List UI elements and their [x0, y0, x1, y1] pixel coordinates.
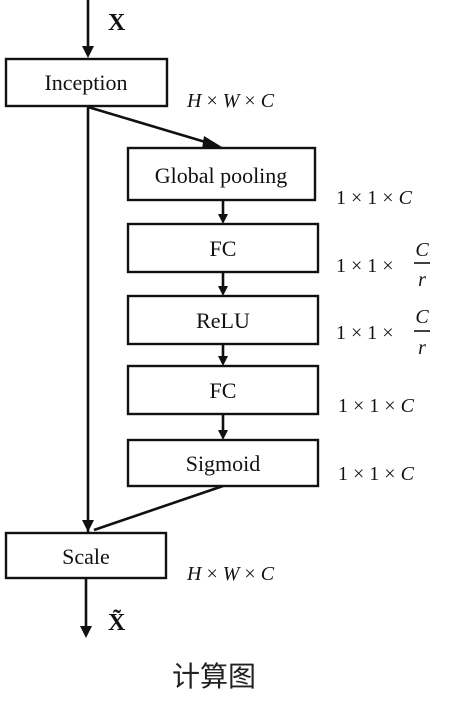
relu-dim-den: r — [418, 337, 426, 359]
scale-block: Scale — [4, 531, 168, 580]
fc1-label: FC — [210, 236, 237, 261]
sigmoid-label: Sigmoid — [186, 451, 261, 476]
global-pooling-dim: 1 × 1 × C — [336, 187, 413, 209]
relu-block: ReLU — [126, 294, 320, 346]
skip-arrow-head — [82, 520, 94, 532]
relu-dim-num: C — [415, 306, 429, 328]
fc2-dim: 1 × 1 × C — [338, 395, 415, 417]
arrow-fc1-relu-head — [218, 286, 228, 296]
input-x-label: X — [108, 10, 126, 36]
fc1-dim-den: r — [418, 269, 426, 291]
fc1-dim: 1 × 1 × C r — [336, 239, 430, 291]
scale-label: Scale — [62, 544, 110, 569]
arrow-gp-fc1-head — [218, 214, 228, 224]
fc1-block: FC — [126, 222, 320, 274]
output-x-tilde-label: X̃ — [108, 610, 126, 636]
global-pooling-block: Global pooling — [126, 146, 317, 202]
inception-label: Inception — [44, 70, 127, 95]
caption: 计算图 — [172, 660, 256, 693]
branch-arrow-head — [202, 136, 222, 149]
fc1-dim-num: C — [415, 239, 429, 261]
inception-dim: H × W × C — [186, 90, 275, 112]
branch-arrow — [87, 105, 213, 146]
relu-dim: 1 × 1 × C r — [336, 306, 430, 359]
relu-label: ReLU — [196, 308, 250, 333]
arrow-fc2-sigmoid-head — [218, 430, 228, 440]
sigmoid-dim: 1 × 1 × C — [338, 463, 415, 485]
inception-block: Inception — [4, 57, 169, 108]
svg-text:1 × 1 ×: 1 × 1 × — [336, 255, 394, 277]
sigmoid-block: Sigmoid — [126, 438, 320, 488]
arrow-relu-fc2-head — [218, 356, 228, 366]
fc2-block: FC — [126, 364, 320, 416]
fc2-label: FC — [210, 378, 237, 403]
svg-text:1 × 1 ×: 1 × 1 × — [336, 322, 394, 344]
scale-dim: H × W × C — [186, 563, 275, 585]
output-arrow-head — [80, 626, 92, 638]
global-pooling-label: Global pooling — [155, 163, 288, 188]
sigmoid-to-scale — [93, 484, 224, 532]
input-arrow-head — [82, 46, 94, 58]
